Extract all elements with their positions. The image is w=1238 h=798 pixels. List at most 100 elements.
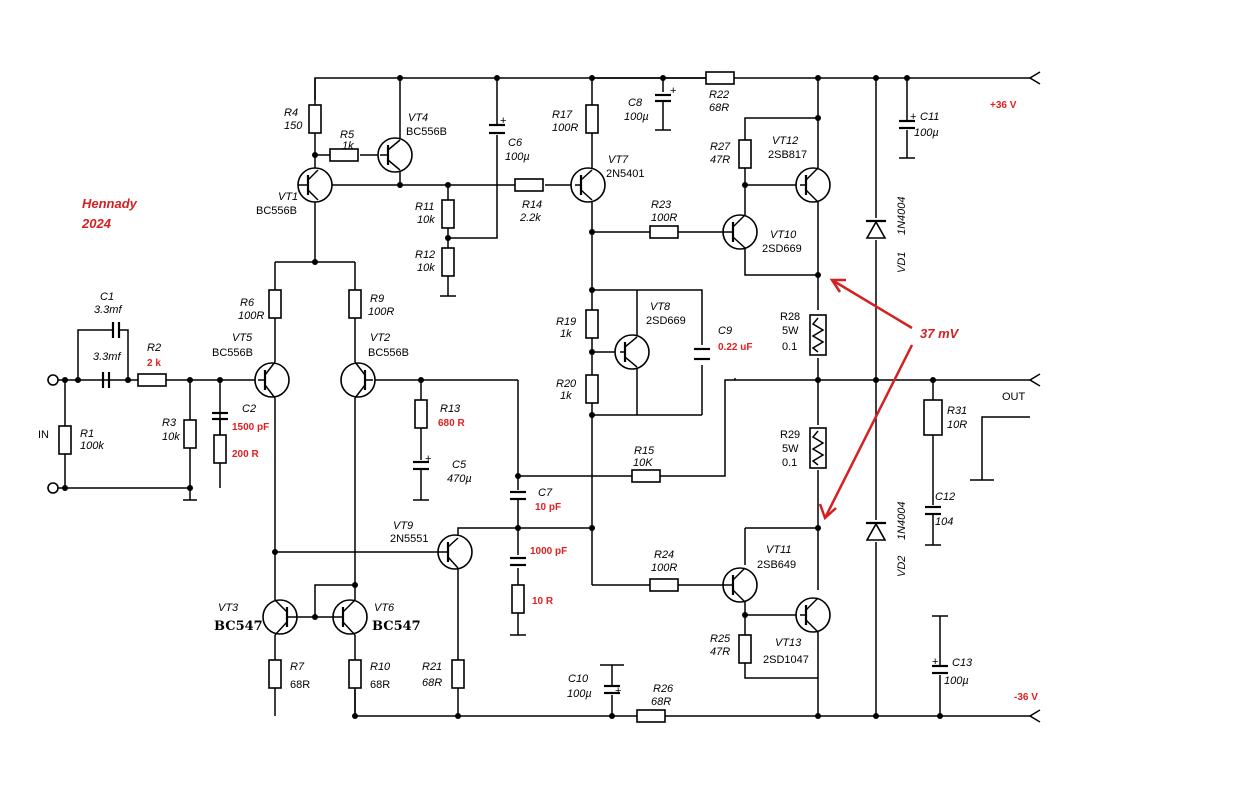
- c12-ref: C12: [935, 491, 955, 503]
- resistor-r24: [649, 578, 679, 592]
- c11-ref: C11: [920, 111, 939, 123]
- r2-ref: R2: [147, 342, 161, 354]
- resistor-r12: [441, 247, 455, 277]
- resistor-r17: [585, 104, 599, 134]
- resistor-r4: [308, 104, 322, 134]
- input-ground-terminal: [47, 482, 59, 494]
- vt12-ref: VT12: [772, 135, 798, 147]
- resistor-r20: [585, 374, 599, 404]
- svg-text:+: +: [615, 685, 621, 697]
- vd1-type: 1N4004: [896, 196, 908, 235]
- c7-ref: C7: [538, 487, 553, 499]
- r28-ref: R28: [780, 311, 800, 323]
- c6-value: 100µ: [505, 151, 530, 163]
- c11-value: 100µ: [914, 127, 939, 139]
- vd2-type: 1N4004: [896, 501, 908, 540]
- resistors: [58, 71, 943, 723]
- r24-value: 100R: [651, 562, 677, 574]
- output-label: OUT: [1002, 391, 1026, 403]
- wires: [58, 71, 1041, 723]
- r28-power: 5W: [782, 325, 799, 337]
- resistor-r21: [451, 659, 465, 689]
- vt10-ref: VT10: [770, 229, 797, 241]
- vd1-ref: VD1: [896, 252, 908, 273]
- vt8-ref: VT8: [650, 301, 671, 313]
- r4-ref: R4: [284, 107, 298, 119]
- resistor-r9: [348, 289, 362, 319]
- author-year: 2024: [81, 216, 112, 231]
- r3-value: 10k: [162, 431, 180, 443]
- annotation-arrows: [818, 278, 914, 521]
- r9-ref: R9: [370, 293, 384, 305]
- vt7-ref: VT7: [608, 154, 629, 166]
- c6-ref: C6: [508, 137, 523, 149]
- capacitors: [101, 93, 948, 695]
- c8-value: 100µ: [624, 111, 649, 123]
- transistor-vt1: [297, 167, 333, 203]
- r6-value: 100R: [238, 310, 264, 322]
- transistor-vt13: [795, 597, 831, 633]
- resistor-r2: [137, 373, 167, 387]
- r27-ref: R27: [710, 141, 731, 153]
- vt9-type: 2N5551: [390, 533, 429, 545]
- r23-value: 100R: [651, 212, 677, 224]
- resistor-r23: [649, 225, 679, 239]
- r15-value: 10K: [633, 457, 653, 469]
- r12-ref: R12: [415, 249, 435, 261]
- vt6-ref: VT6: [374, 602, 395, 614]
- r12-value: 10k: [417, 262, 435, 274]
- c10-value: 100µ: [567, 688, 592, 700]
- transistor-vt8: [614, 334, 650, 370]
- vt5-ref: VT5: [232, 332, 253, 344]
- transistor-vt4: [377, 137, 413, 173]
- svg-text:+: +: [425, 453, 431, 465]
- vt4-ref: VT4: [408, 112, 428, 124]
- vt5-type: BC556B: [212, 347, 253, 359]
- vt6-type: BC547: [372, 619, 421, 634]
- r25-value: 47R: [710, 646, 730, 658]
- resistor-r28: [809, 314, 827, 356]
- resistor-r7: [268, 659, 282, 689]
- c1-value: 3.3mf: [94, 304, 122, 316]
- vt1-type: BC556B: [256, 205, 297, 217]
- r5-value: 1k: [342, 140, 354, 152]
- svg-text:+: +: [670, 85, 676, 97]
- r22-value: 68R: [709, 102, 729, 114]
- c5-ref: C5: [452, 459, 467, 471]
- r29-ref: R29: [780, 429, 800, 441]
- r9-value: 100R: [368, 306, 394, 318]
- r7-ref: R7: [290, 661, 305, 673]
- transistor-vt11: [722, 567, 758, 603]
- resistor-r5: [329, 148, 359, 162]
- r5-ref: R5: [340, 129, 355, 141]
- resistor-r26: [636, 709, 666, 723]
- resistor-r14: [514, 178, 544, 192]
- vt1-ref: VT1: [278, 191, 298, 203]
- resistor-r-10: [511, 584, 525, 614]
- r13-value: 680 R: [438, 418, 465, 429]
- resistor-r11: [441, 199, 455, 229]
- arrow-to-r28: [831, 278, 913, 330]
- r28-value: 0.1: [782, 341, 797, 353]
- svg-text:+: +: [932, 656, 938, 668]
- vt10-type: 2SD669: [762, 243, 802, 255]
- transistor-vt7: [570, 167, 606, 203]
- vt13-type: 2SD1047: [763, 654, 809, 666]
- vt2-type: BC556B: [368, 347, 409, 359]
- resistor-r13: [414, 399, 428, 429]
- vt7-type: 2N5401: [606, 168, 645, 180]
- r29-value: 0.1: [782, 457, 797, 469]
- r11-value: 10k: [417, 214, 435, 226]
- csn-value: 1000 pF: [530, 546, 567, 557]
- r1-value: 100k: [80, 440, 104, 452]
- resistor-r29: [809, 427, 827, 469]
- rail-negative-label: -36 V: [1014, 692, 1038, 703]
- r14-value: 2.2k: [519, 212, 541, 224]
- diode-vd1: [865, 220, 887, 239]
- r11-ref: R11: [415, 201, 434, 213]
- r10-ref: R10: [370, 661, 391, 673]
- resistor-r25: [738, 634, 752, 664]
- c2-r-value: 200 R: [232, 449, 259, 460]
- resistor-r-200: [213, 434, 227, 464]
- diode-vd2: [865, 522, 887, 541]
